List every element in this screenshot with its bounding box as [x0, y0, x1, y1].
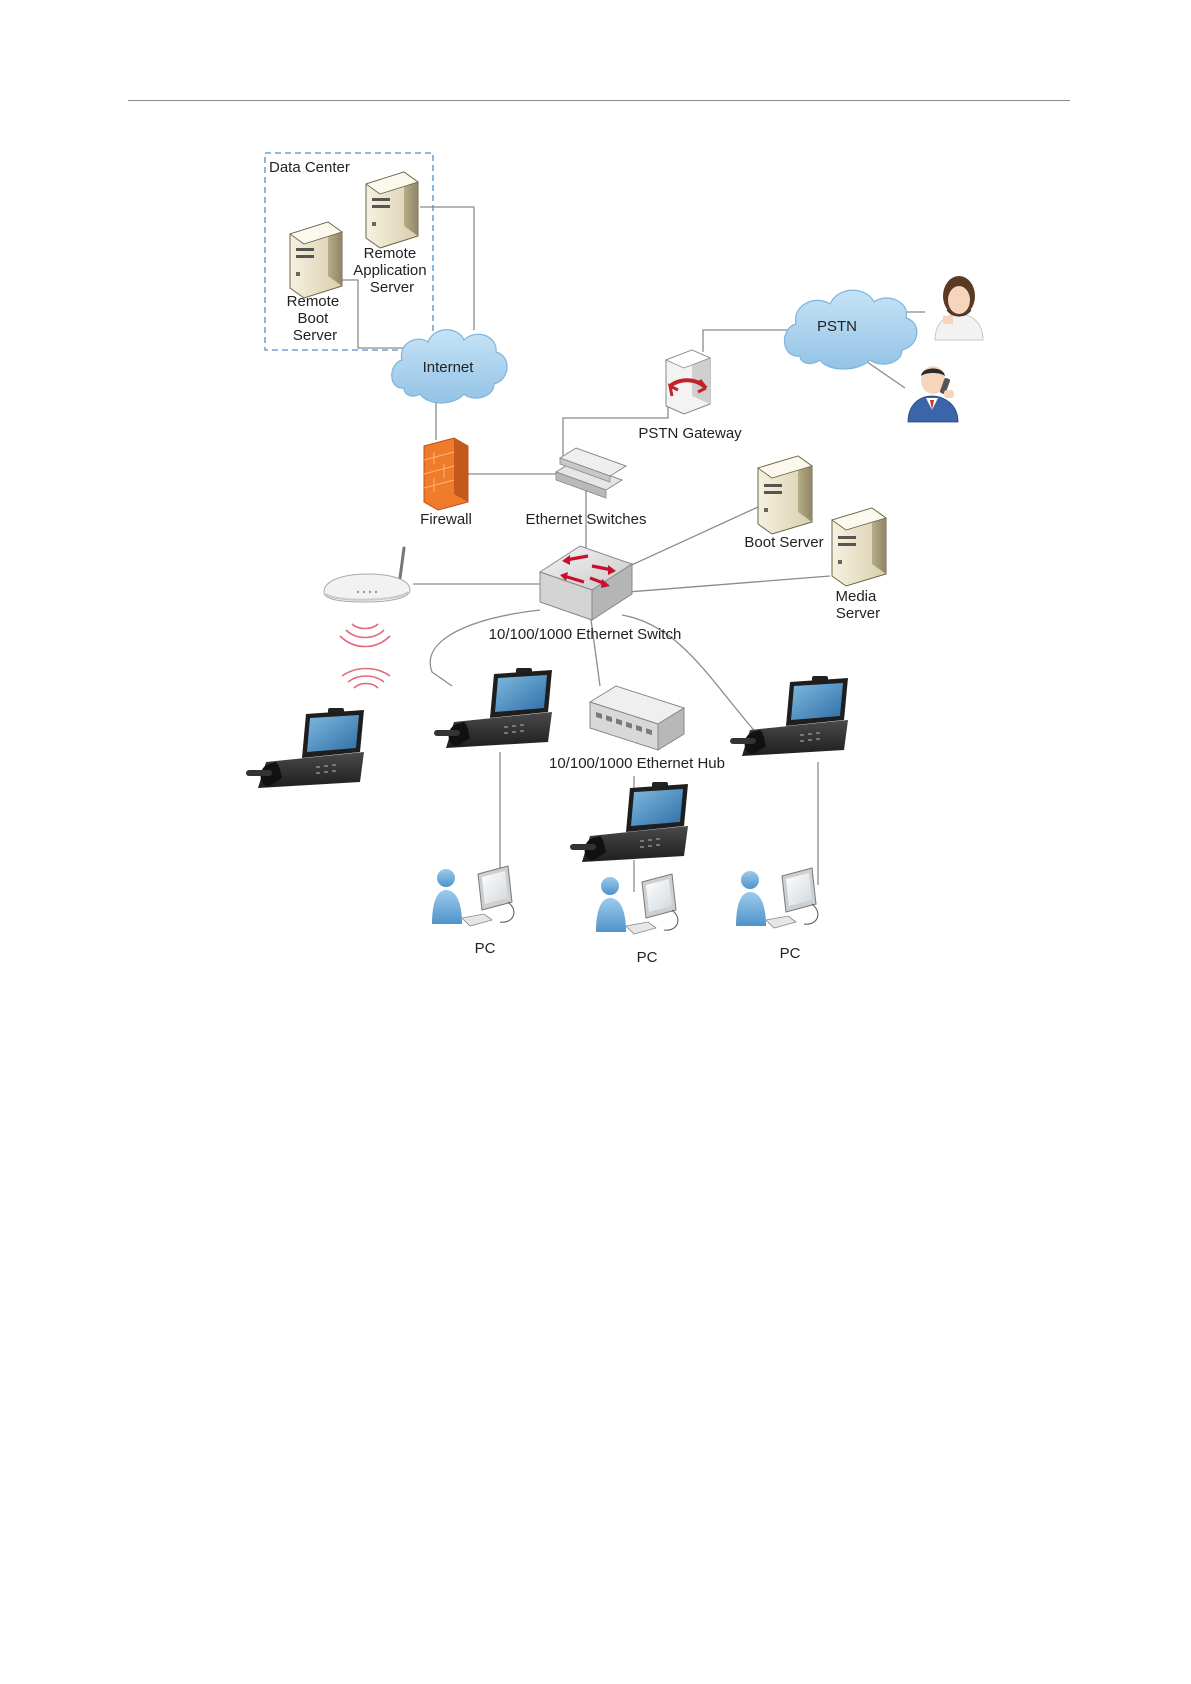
- pstn-label: PSTN: [817, 318, 857, 335]
- pstn-gateway-icon: [666, 350, 710, 414]
- pc-right-label: PC: [780, 945, 801, 962]
- pc-center-icon: [596, 874, 678, 934]
- pstn-gateway-label: PSTN Gateway: [638, 425, 742, 442]
- firewall-label: Firewall: [420, 511, 472, 528]
- ip-phone-right-icon: [730, 676, 848, 756]
- ethernet-switch-icon: [540, 546, 632, 620]
- ip-phone-left-icon: [434, 668, 552, 748]
- remote-application-server-label: Remote Application Server: [353, 245, 431, 296]
- man-phone-icon: [908, 366, 958, 422]
- firewall-icon: [424, 438, 468, 510]
- ip-phone-center-icon: [570, 782, 688, 862]
- pc-left-label: PC: [475, 940, 496, 957]
- ethernet-switches-label: Ethernet Switches: [526, 511, 647, 528]
- pc-center-label: PC: [637, 949, 658, 966]
- internet-label: Internet: [423, 359, 475, 376]
- ethernet-switch-label: 10/100/1000 Ethernet Switch: [489, 626, 682, 643]
- pc-left-icon: [432, 866, 514, 926]
- woman-headset-icon: [935, 276, 983, 340]
- remote-boot-server-icon: [290, 222, 342, 298]
- data-center-label: Data Center: [269, 159, 350, 176]
- wireless-access-point-icon: [324, 548, 410, 602]
- remote-application-server-icon: [366, 172, 418, 248]
- boot-server-icon: [758, 456, 812, 534]
- ip-phone-wireless-icon: [246, 708, 364, 788]
- wireless-signal-icon: [340, 624, 390, 688]
- boot-server-label: Boot Server: [744, 534, 823, 551]
- media-server-icon: [832, 508, 886, 586]
- remote-boot-server-label: Remote Boot Server: [287, 293, 344, 344]
- ethernet-hub-icon: [590, 686, 684, 750]
- media-server-label: Media Server: [835, 588, 880, 622]
- ethernet-switches-icon: [556, 448, 626, 498]
- pc-right-icon: [736, 868, 818, 928]
- ethernet-hub-label: 10/100/1000 Ethernet Hub: [549, 755, 725, 772]
